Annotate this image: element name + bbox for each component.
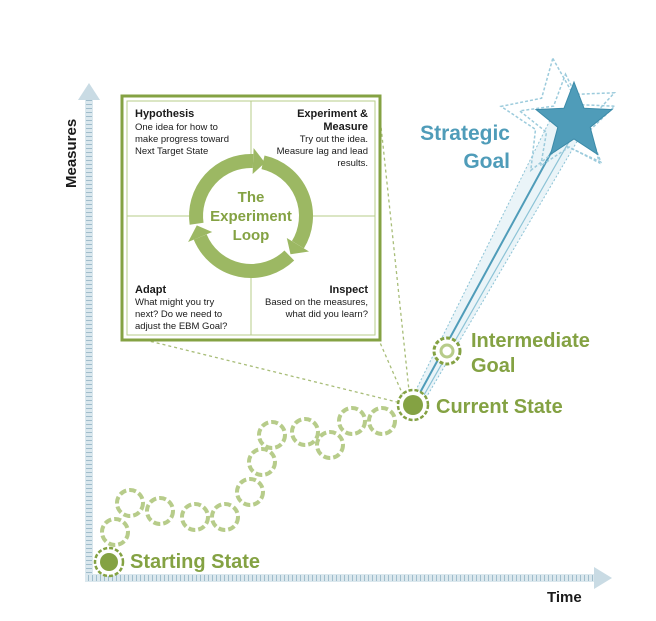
adapt-title: Adapt [135, 284, 167, 296]
path-step-circle [337, 406, 367, 436]
current-state-marker [396, 388, 430, 422]
path-step-circle [210, 502, 240, 532]
path-step-circle [367, 406, 397, 436]
zoom-connector-lines [144, 97, 411, 405]
experiment-line-1: Try out the idea. [300, 134, 368, 145]
intermediate-goal-label-line1: Intermediate [471, 330, 590, 352]
adapt-line-2: next? Do we need to [135, 309, 222, 320]
strategic-goal-label-line1: Strategic [420, 122, 510, 145]
loop-title-line2: Experiment [210, 208, 292, 225]
path-step-circle [235, 477, 265, 507]
intermediate-goal-label-line2: Goal [471, 355, 515, 377]
hypothesis-title: Hypothesis [135, 108, 194, 120]
loop-title-line3: Loop [233, 227, 270, 244]
strategic-goal-label-line2: Goal [463, 150, 510, 173]
starting-state-label: Starting State [130, 551, 260, 573]
adapt-line-1: What might you try [135, 297, 214, 308]
x-axis [85, 567, 612, 589]
x-axis-label: Time [547, 589, 582, 606]
hypothesis-line-2: make progress toward [135, 134, 229, 145]
path-step-circle [247, 447, 277, 477]
path-step-circle [180, 502, 210, 532]
path-step-circle [145, 496, 175, 526]
experiment-line-2: Measure lag and lead [277, 146, 368, 157]
y-axis-label: Measures [63, 119, 80, 188]
current-state-label: Current State [436, 396, 563, 418]
path-step-circle [115, 488, 145, 518]
adapt-line-3: adjust the EBM Goal? [135, 321, 227, 332]
x-axis-arrow-icon [594, 567, 612, 589]
inspect-line-2: what did you learn? [285, 309, 368, 320]
inspect-line-1: Based on the measures, [265, 297, 368, 308]
starting-state-marker [93, 546, 125, 578]
experiment-loop-box: The Experiment Loop Hypothesis One idea … [120, 94, 382, 342]
y-axis-arrow-icon [78, 83, 100, 100]
experiment-line-3: results. [337, 158, 368, 169]
hypothesis-line-1: One idea for how to [135, 122, 218, 133]
progress-path [100, 406, 397, 547]
experiment-title-line2: Measure [323, 121, 368, 133]
loop-title-line1: The [238, 189, 265, 206]
experiment-loop-cycle-icon [188, 148, 313, 278]
y-axis [78, 83, 100, 580]
strategic-goal-star-icon [499, 56, 617, 173]
path-step-circle [100, 517, 130, 547]
intermediate-goal-marker [432, 336, 462, 366]
hypothesis-line-3: Next Target State [135, 146, 208, 157]
path-step-circle [257, 420, 287, 450]
path-step-circle [315, 430, 345, 460]
inspect-title: Inspect [329, 284, 368, 296]
experiment-title-line1: Experiment & [297, 108, 368, 120]
path-step-circle [290, 417, 320, 447]
